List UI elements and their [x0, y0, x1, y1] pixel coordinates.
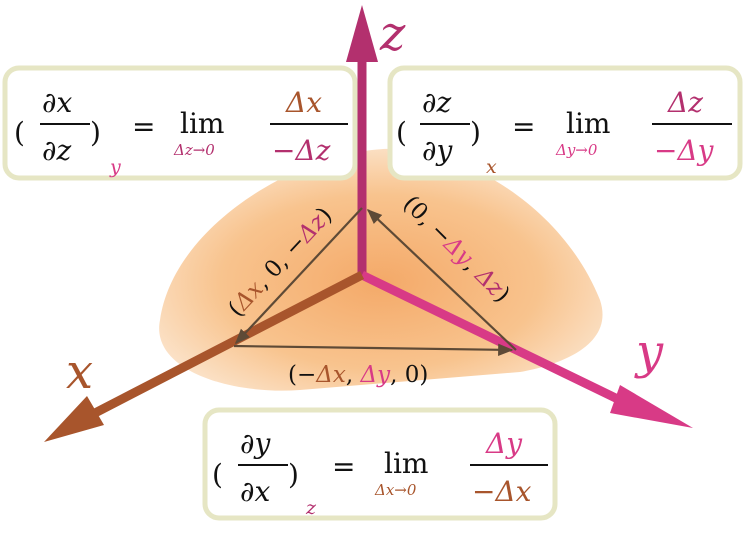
- vector-xz-line: [234, 207, 363, 345]
- held-constant: x: [486, 156, 497, 178]
- vector-label-xy: (−Δx, Δy, 0): [288, 362, 428, 388]
- fraction-numerator: Δz: [667, 86, 703, 119]
- partial-numerator: ∂x: [42, 86, 72, 119]
- axis-label-x: x: [66, 344, 93, 400]
- held-constant: z: [305, 497, 317, 519]
- fraction-numerator: Δy: [485, 427, 523, 460]
- partial-denominator: ∂y: [422, 134, 453, 167]
- limit-subscript: Δy→0: [555, 141, 598, 159]
- left-paren: (: [14, 116, 25, 149]
- fraction-denominator: −Δz: [272, 134, 331, 167]
- limit-word: lim: [566, 107, 610, 140]
- axis-label-y: y: [634, 324, 664, 380]
- right-paren: ): [288, 458, 299, 491]
- y-axis: [360, 270, 693, 428]
- partial-numerator: ∂z: [422, 86, 451, 119]
- z-axis: [346, 5, 378, 275]
- left-paren: (: [396, 116, 407, 149]
- limit-word: lim: [180, 107, 224, 140]
- vector-label-xz: (Δx, 0, −Δz): [223, 202, 337, 322]
- left-paren: (: [212, 458, 223, 491]
- formula-box-dx-dz: ( ∂x ∂z ) y = lim Δz→0 Δx −Δz: [2, 65, 358, 181]
- partial-numerator: ∂y: [240, 427, 271, 460]
- held-constant: y: [109, 156, 121, 178]
- right-paren: ): [90, 116, 101, 149]
- limit-subscript: Δx→0: [374, 481, 417, 499]
- partial-denominator: ∂x: [240, 475, 270, 508]
- vector-xy-line: [233, 343, 514, 356]
- vector-zy-line: [366, 208, 517, 351]
- plane-surface: [159, 148, 603, 391]
- limit-word: lim: [384, 447, 428, 480]
- right-paren: ): [470, 116, 481, 149]
- equals-sign: =: [332, 450, 355, 483]
- axis-label-z: z: [379, 6, 406, 62]
- displacement-vectors: [233, 207, 517, 356]
- fraction-denominator: −Δy: [654, 134, 715, 167]
- formula-box-dz-dy: ( ∂z ∂y ) x = lim Δy→0 Δz −Δy: [387, 65, 743, 181]
- equals-sign: =: [512, 110, 535, 143]
- partial-denominator: ∂z: [42, 134, 71, 167]
- formula-box-dy-dx: ( ∂y ∂x ) z = lim Δx→0 Δy −Δx: [202, 407, 558, 521]
- equals-sign: =: [132, 110, 155, 143]
- fraction-numerator: Δx: [285, 86, 322, 119]
- limit-subscript: Δz→0: [173, 141, 215, 159]
- x-axis: [44, 271, 365, 442]
- fraction-denominator: −Δx: [472, 475, 532, 508]
